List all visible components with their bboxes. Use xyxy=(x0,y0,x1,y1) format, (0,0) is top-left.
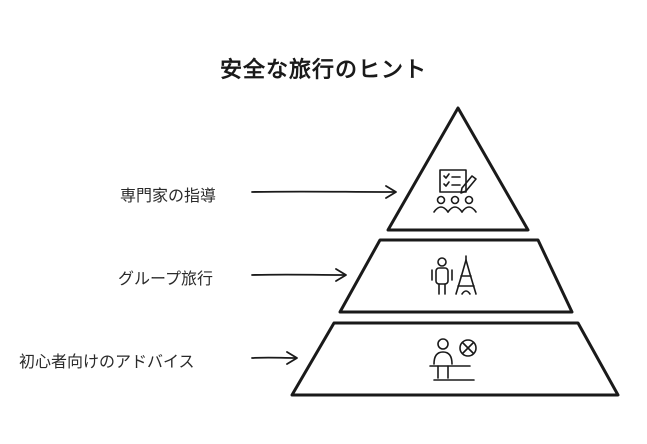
arrow-top xyxy=(251,185,397,199)
arrow-middle xyxy=(251,268,347,282)
level-label-bottom: 初心者向けのアドバイス xyxy=(19,352,195,371)
expert-checklist-group-icon xyxy=(433,169,477,213)
level-label-top: 専門家の指導 xyxy=(120,186,217,205)
pyramid-tier-top xyxy=(386,106,530,232)
pyramid-tier-bottom xyxy=(290,321,620,397)
diagram-title: 安全な旅行のヒント xyxy=(219,58,427,83)
level-label-middle: グループ旅行 xyxy=(118,269,214,288)
traveler-eiffel-tower-icon xyxy=(431,255,477,295)
arrow-bottom xyxy=(251,351,298,365)
beginner-prohibited-icon xyxy=(429,338,477,381)
pyramid-tier-middle xyxy=(338,238,574,314)
